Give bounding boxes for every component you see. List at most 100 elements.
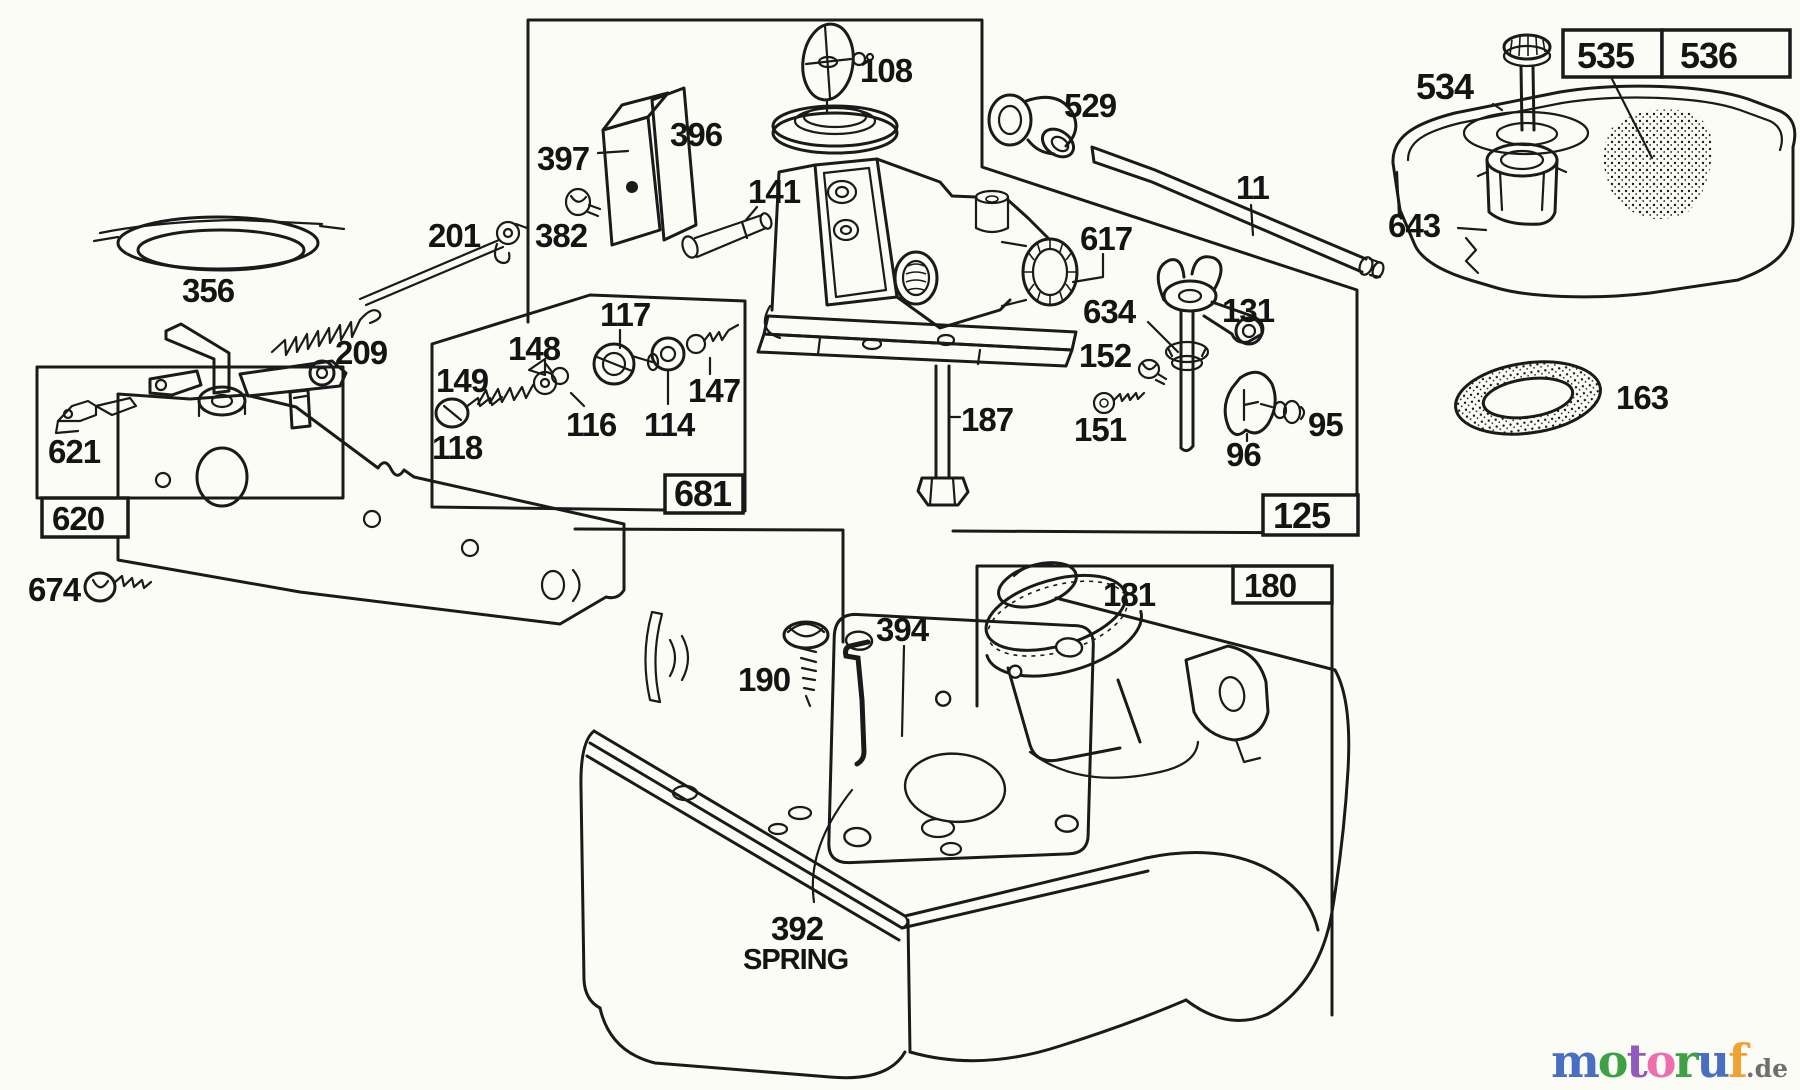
part-label-96: 96 [1226,436,1261,473]
part-label-95: 95 [1308,406,1343,443]
panel-180-outline-left [975,564,1235,708]
choke-shaft-634-drawing [1092,255,1306,453]
part-label-396: 396 [670,116,723,153]
part-label-131: 131 [1222,292,1275,329]
spring-151-drawing [1092,391,1116,415]
throttle-lever-drawing [148,322,348,430]
carburetor-body-drawing [681,22,1079,507]
logo-letter: f [1728,1034,1748,1088]
screw-190-drawing [782,620,830,708]
part-label-681: 681 [674,473,732,514]
part-label-116: 116 [566,406,617,443]
part-label-190: 190 [738,661,790,698]
screw-674-drawing [83,571,153,603]
pointer-617 [1071,252,1105,284]
label-box-681 [663,473,745,515]
part-label-152: 152 [1079,337,1132,374]
panel-621-outline [35,365,345,500]
part-label-674: 674 [28,571,82,608]
part-label-535: 535 [1577,35,1635,76]
part-label-149: 149 [436,362,489,399]
part-label-534: 534 [1416,66,1474,107]
part-label-536: 536 [1680,35,1737,76]
pointer-141 [744,205,759,222]
pointer-148 [544,362,554,374]
label-boxes [40,28,1792,605]
screw-152-drawing [1137,358,1161,380]
label-box-620 [40,496,130,539]
pointer-643 [1456,226,1488,232]
part-label-382: 382 [535,217,588,254]
fuel-tank-top-drawing [1391,33,1797,299]
label-box-125 [1261,493,1360,537]
pointer-535 [1610,77,1654,160]
part-label-392: 392 [771,910,824,947]
logo-suffix: .de [1745,1054,1788,1083]
panel-681-outline [430,293,747,513]
fitting-643-drawing [1476,142,1568,226]
label-box-536 [1660,28,1792,79]
part-label-394: 394 [876,611,930,648]
part-label-209: 209 [335,334,388,371]
screw-382-drawing [564,187,592,217]
gasket-356-drawing [92,215,346,272]
part-label-108: 108 [860,52,913,89]
part-label-621: 621 [48,433,101,470]
gasket-163-drawing [1454,360,1602,436]
filter-535-drawing [1603,109,1713,219]
part-label-118: 118 [432,429,483,466]
part-label-643: 643 [1388,207,1441,244]
part-label-620: 620 [52,500,104,537]
part-label-187: 187 [961,401,1013,438]
logo-letter: m [1551,1034,1600,1088]
label-box-180 [1231,564,1334,605]
part-label-617: 617 [1080,220,1132,257]
part-label-141: 141 [748,173,801,210]
cam-96-drawing [1223,370,1277,436]
pointer-397 [596,149,630,155]
spring-201-drawing [358,220,529,307]
part-label-125: 125 [1273,495,1331,536]
part-labels: 108 396 397 382 201 356 209 621 620 674 … [28,35,1738,976]
fuel-tube-11-drawing [1090,145,1385,279]
logo-letter: t [1626,1034,1647,1088]
panel-outlines [35,18,1359,1017]
spring-209-drawing [270,309,382,357]
part-label-181: 181 [1103,576,1156,613]
panel-tank-outline [573,527,845,644]
part-label-163: 163 [1616,379,1669,416]
pointer-11 [1249,203,1255,237]
pointer-394 [900,644,906,738]
part-label-151: 151 [1074,411,1127,448]
logo-letter: o [1645,1034,1677,1088]
pointer-lines [544,149,1255,738]
motoruf-logo[interactable]: motoruf.de [1551,1038,1788,1084]
elbow-fitting-529-drawing [987,93,1078,159]
part-label-634: 634 [1083,293,1137,330]
part-label-356: 356 [182,272,235,309]
part-label-148: 148 [508,330,561,367]
needle-valve-set-drawing [434,323,740,429]
fuel-cap-534-drawing [1462,33,1590,156]
part-label-114: 114 [644,406,696,443]
fuel-pipe-397-396-drawing [564,86,698,247]
pointer-634 [1146,320,1180,354]
part-label-529: 529 [1064,87,1117,124]
bracket-620-drawing [116,392,626,626]
latch-621-drawing [54,396,138,435]
part-label-201: 201 [428,217,481,254]
part-label-147: 147 [688,372,740,409]
logo-letter: o [1597,1034,1629,1088]
part-label-392-spring-word: SPRING [743,944,848,976]
logo-letter: u [1696,1034,1730,1088]
part-label-117: 117 [600,296,650,333]
part-label-11: 11 [1236,169,1270,206]
part-label-180: 180 [1244,567,1296,604]
gasket-394-drawing [827,612,1095,865]
pointer-392 [811,788,854,904]
logo-letter: r [1674,1034,1698,1088]
spring-392-drawing [811,639,871,904]
screw-95-drawing [1259,402,1274,409]
fuel-tank-bottom-drawing [579,596,1351,1080]
